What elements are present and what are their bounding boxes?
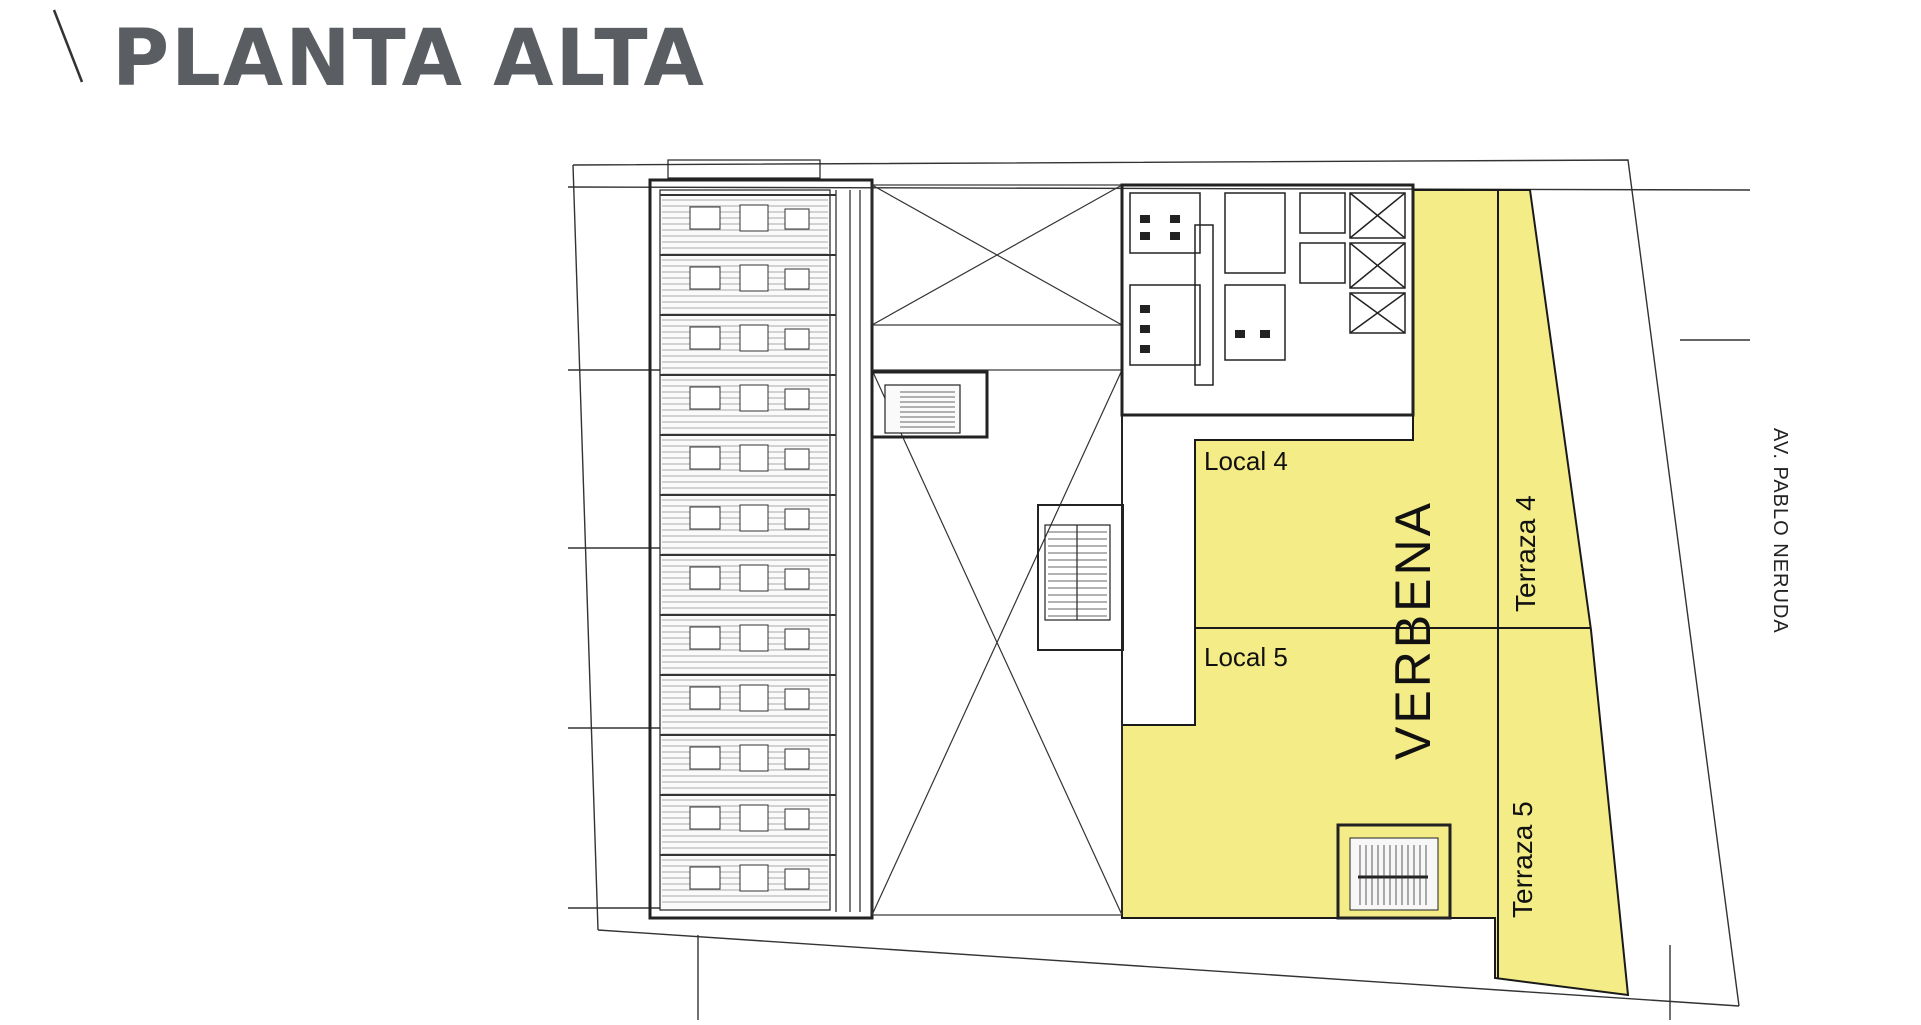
core-fixtures xyxy=(1140,215,1270,353)
desk-block xyxy=(784,328,810,350)
desk-block xyxy=(784,868,810,890)
toilet-fixture xyxy=(1140,345,1150,353)
desk-block xyxy=(739,324,769,352)
desk-block xyxy=(689,626,721,650)
lower-stair-steps xyxy=(1359,845,1427,905)
desk-block xyxy=(739,564,769,592)
lower-stair xyxy=(1336,823,1452,920)
central-stair xyxy=(870,370,1124,651)
office-rows xyxy=(660,194,836,903)
desk-block xyxy=(689,326,721,350)
area-dividers xyxy=(1195,189,1591,978)
desk-block xyxy=(784,808,810,830)
local-5-label: Local 5 xyxy=(1204,642,1288,672)
toilet-fixture xyxy=(1140,215,1150,223)
toilet-fixture xyxy=(1235,330,1245,338)
desk-block xyxy=(739,744,769,772)
toilet-fixture xyxy=(1140,325,1150,333)
desk-block xyxy=(739,204,769,232)
desk-block xyxy=(784,568,810,590)
desk-block xyxy=(689,266,721,290)
local-4-label: Local 4 xyxy=(1204,446,1288,476)
desk-block xyxy=(739,624,769,652)
desk-block xyxy=(784,508,810,530)
stair-steps xyxy=(900,391,1107,617)
desk-block xyxy=(689,386,721,410)
desk-block xyxy=(689,806,721,830)
toilet-fixture xyxy=(1170,232,1180,240)
desk-block xyxy=(784,268,810,290)
desk-block xyxy=(739,684,769,712)
toilet-fixture xyxy=(1140,232,1150,240)
desk-block xyxy=(784,388,810,410)
desk-block xyxy=(689,506,721,530)
office-wing xyxy=(648,159,874,920)
desk-block xyxy=(689,566,721,590)
desk-block xyxy=(739,444,769,472)
terraza-5-label: Terraza 5 xyxy=(1507,801,1538,918)
desk-block xyxy=(739,264,769,292)
page-title: PLANTA ALTA xyxy=(112,14,706,104)
desk-block xyxy=(689,686,721,710)
toilet-fixture xyxy=(1140,305,1150,313)
desk-block xyxy=(739,504,769,532)
desk-block xyxy=(689,746,721,770)
terraza-4-label: Terraza 4 xyxy=(1510,495,1541,612)
desk-block xyxy=(689,446,721,470)
site-boundary xyxy=(567,159,1751,1020)
desk-block xyxy=(739,864,769,892)
desk-block xyxy=(784,688,810,710)
title-slash-mark xyxy=(52,9,84,83)
toilet-fixture xyxy=(1170,215,1180,223)
services-core xyxy=(1120,183,1415,725)
desk-block xyxy=(784,748,810,770)
desk-block xyxy=(739,804,769,832)
street-label: AV. PABLO NERUDA xyxy=(1769,428,1791,634)
desk-block xyxy=(689,866,721,890)
atrium-void xyxy=(871,184,1123,916)
desk-block xyxy=(784,208,810,230)
desk-block xyxy=(784,628,810,650)
desk-block xyxy=(739,384,769,412)
desk-block xyxy=(784,448,810,470)
verbena-area xyxy=(1121,189,1630,997)
verbena-label: VERBENA xyxy=(1385,500,1441,760)
toilet-fixture xyxy=(1260,330,1270,338)
desk-block xyxy=(689,206,721,230)
